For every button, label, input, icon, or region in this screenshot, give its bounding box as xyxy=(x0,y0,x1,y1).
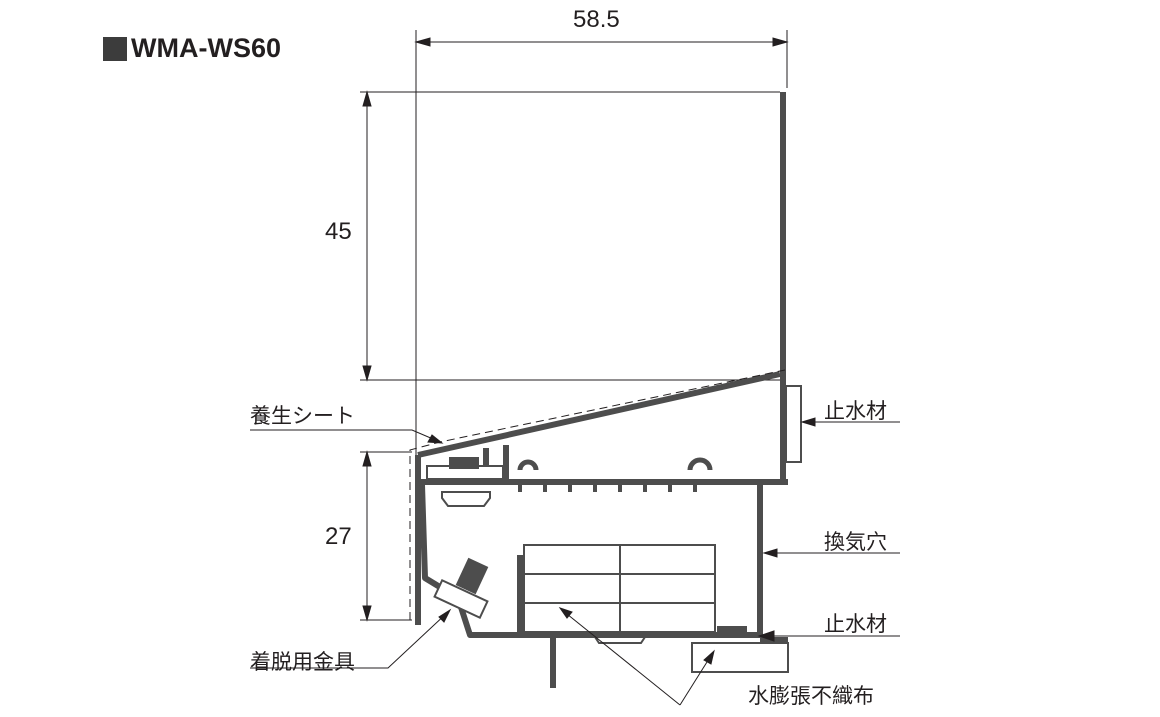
leader-lines xyxy=(250,417,900,706)
dimension-lines xyxy=(360,30,789,622)
label-detachable-bracket: 着脱用金具 xyxy=(250,650,355,674)
label-curing-sheet: 養生シート xyxy=(250,404,355,428)
filter-block xyxy=(523,544,747,634)
sealant-top xyxy=(785,385,802,463)
fastener-parts xyxy=(426,457,647,644)
label-water-stop-bottom: 止水材 xyxy=(824,612,887,636)
label-water-swelling-nonwoven: 水膨張不織布 xyxy=(748,684,874,708)
curing-sheet xyxy=(409,369,786,620)
dimension-width: 58.5 xyxy=(573,6,620,33)
dimension-height-lower: 27 xyxy=(325,523,352,550)
title-text: WMA-WS60 xyxy=(131,33,281,63)
title-square-icon xyxy=(103,36,127,61)
dimension-height-upper: 45 xyxy=(325,218,352,245)
product-title: WMA-WS60 xyxy=(103,33,281,64)
label-vent-hole: 換気穴 xyxy=(824,530,887,554)
label-water-stop-top: 止水材 xyxy=(824,399,887,423)
